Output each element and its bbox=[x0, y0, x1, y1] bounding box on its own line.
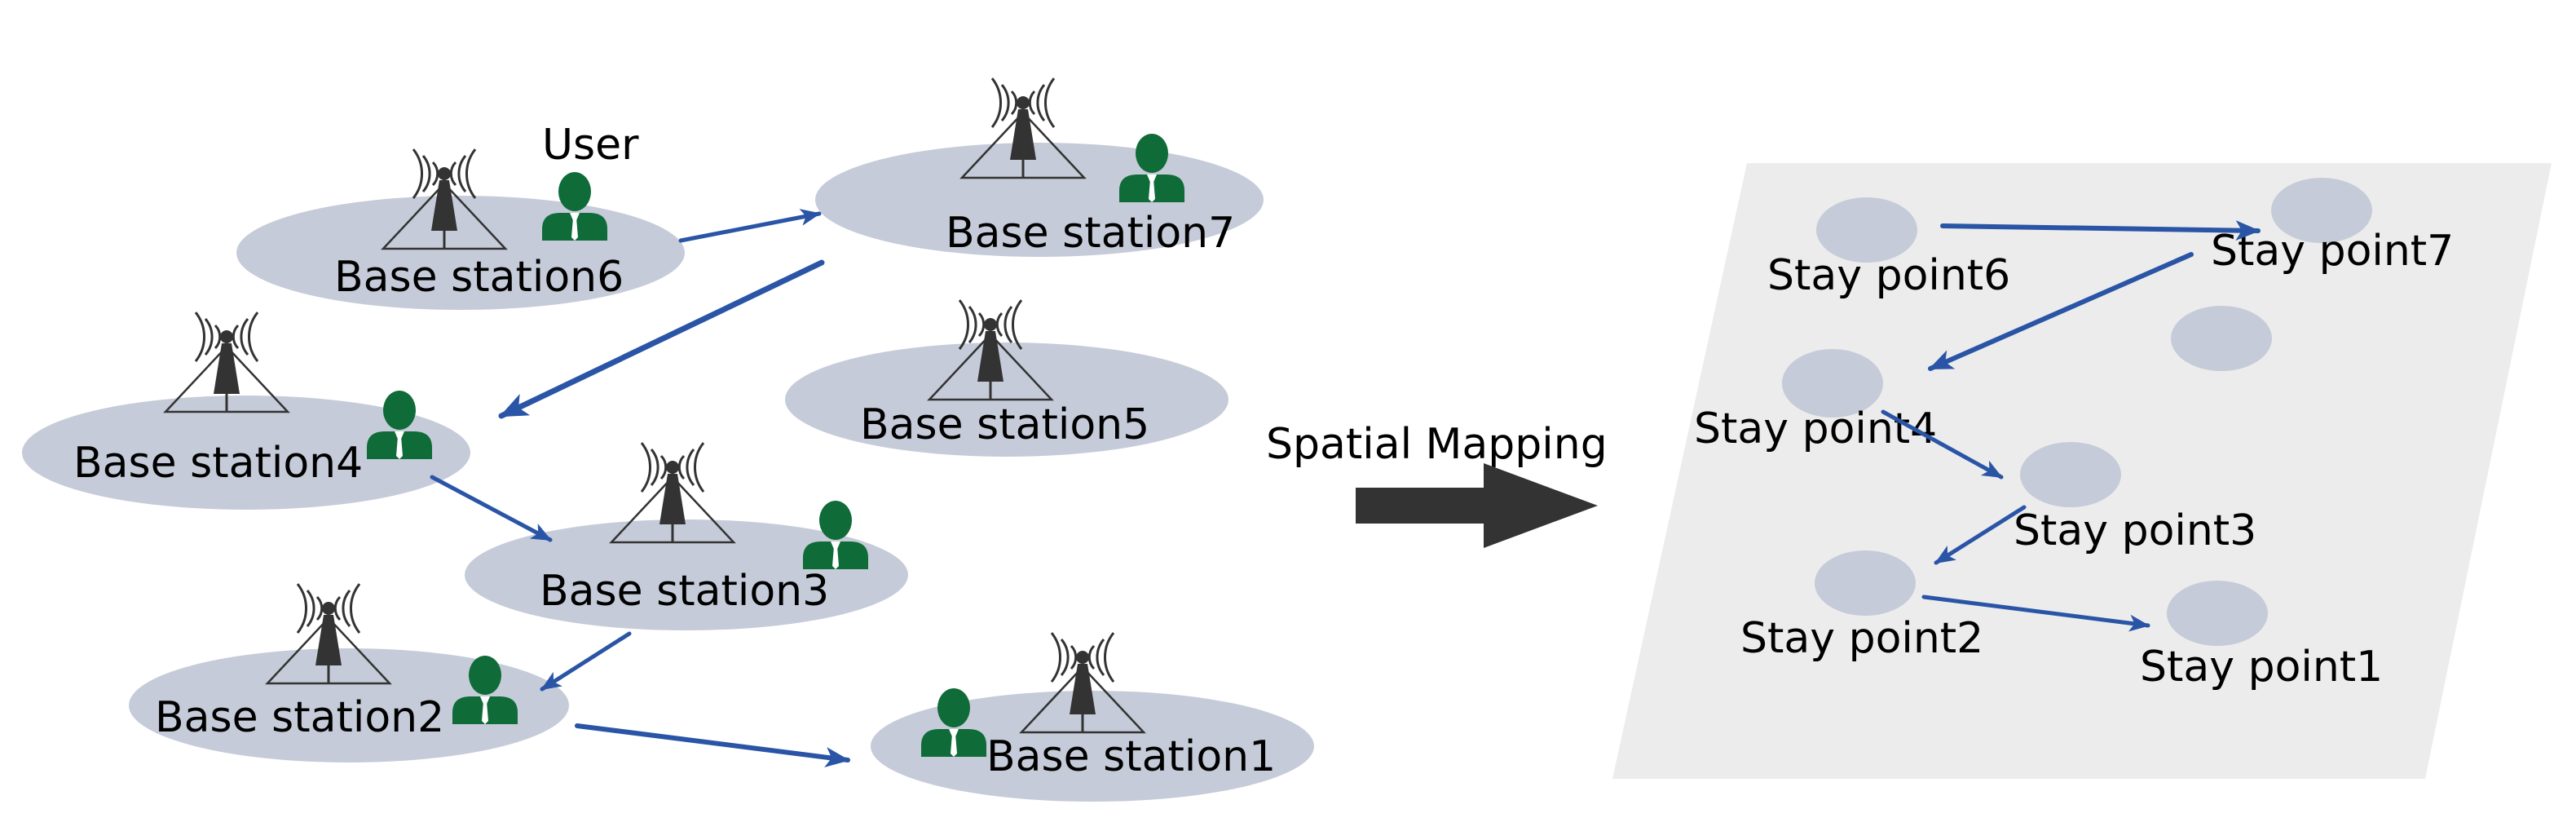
arrow-3-to-2 bbox=[540, 631, 632, 692]
base-station-5: Base station5 bbox=[785, 298, 1228, 457]
stay-point-label: Stay point6 bbox=[1767, 251, 2010, 300]
arrow-sp2-to-sp1 bbox=[1921, 595, 2150, 632]
stay-point-3: Stay point3 bbox=[2014, 442, 2256, 555]
base-station-2: Base station2 bbox=[129, 582, 569, 762]
arrow-7-to-4 bbox=[498, 259, 825, 419]
arrow-sp4-to-sp3 bbox=[1881, 409, 2004, 480]
coverage-ellipse bbox=[22, 396, 470, 510]
arrow-6-to-7 bbox=[678, 209, 822, 243]
arrow-4-to-3 bbox=[430, 475, 553, 542]
arrow-2-to-1 bbox=[575, 723, 850, 767]
stay-point-6: Stay point6 bbox=[1767, 197, 2010, 300]
stay-point-label: Stay point1 bbox=[2140, 643, 2383, 692]
stay-point-label: Stay point2 bbox=[1740, 614, 1983, 663]
base-station-6: Base station6 bbox=[236, 148, 685, 310]
station-label: Base station7 bbox=[946, 209, 1235, 258]
station-label: Base station6 bbox=[334, 253, 624, 302]
stay-point-marker bbox=[2167, 581, 2268, 646]
station-label: Base station2 bbox=[155, 693, 444, 742]
arrow-sp7-to-sp4 bbox=[1928, 252, 2194, 371]
user-label: User bbox=[542, 121, 639, 170]
mapping-arrow-icon bbox=[1356, 463, 1598, 548]
arrow-sp6-to-sp7 bbox=[1940, 220, 2261, 241]
stay-point-2: Stay point2 bbox=[1740, 550, 1983, 663]
stay-point-marker bbox=[2271, 178, 2372, 243]
stay-point-1: Stay point1 bbox=[2140, 581, 2383, 692]
base-station-7: Base station7 bbox=[815, 77, 1264, 258]
stay-point-marker-unlabeled bbox=[2171, 306, 2272, 371]
spatial-mapping-label: Spatial Mapping bbox=[1266, 420, 1608, 469]
stay-points: Stay point6 Stay point7 Stay point4 Stay… bbox=[1694, 178, 2454, 692]
stay-point-4: Stay point4 bbox=[1694, 349, 1937, 453]
right-trajectory-arrows bbox=[1881, 220, 2261, 632]
stay-point-label: Stay point4 bbox=[1694, 404, 1937, 453]
station-label: Base station1 bbox=[986, 732, 1276, 781]
station-label: Base station3 bbox=[540, 567, 829, 616]
stay-point-label: Stay point7 bbox=[2211, 227, 2454, 276]
station-label: Base station4 bbox=[73, 439, 363, 488]
spatial-mapping: Spatial Mapping bbox=[1266, 420, 1608, 548]
stay-point-marker bbox=[1815, 550, 1916, 616]
station-label: Base station5 bbox=[860, 400, 1149, 449]
coverage-ellipse bbox=[871, 691, 1314, 802]
left-trajectory-arrows bbox=[430, 209, 850, 767]
stay-point-marker bbox=[1816, 197, 1917, 263]
base-station-4: Base station4 bbox=[22, 311, 470, 510]
stay-point-marker bbox=[2020, 442, 2121, 507]
stay-point-label: Stay point3 bbox=[2014, 506, 2256, 555]
base-station-1: Base station1 bbox=[871, 631, 1314, 802]
coverage-ellipse bbox=[465, 519, 908, 630]
stay-point-marker bbox=[1782, 349, 1883, 418]
base-station-3: Base station3 bbox=[465, 441, 908, 630]
arrow-sp3-to-sp2 bbox=[1934, 505, 2027, 565]
coverage-ellipse bbox=[129, 648, 569, 762]
